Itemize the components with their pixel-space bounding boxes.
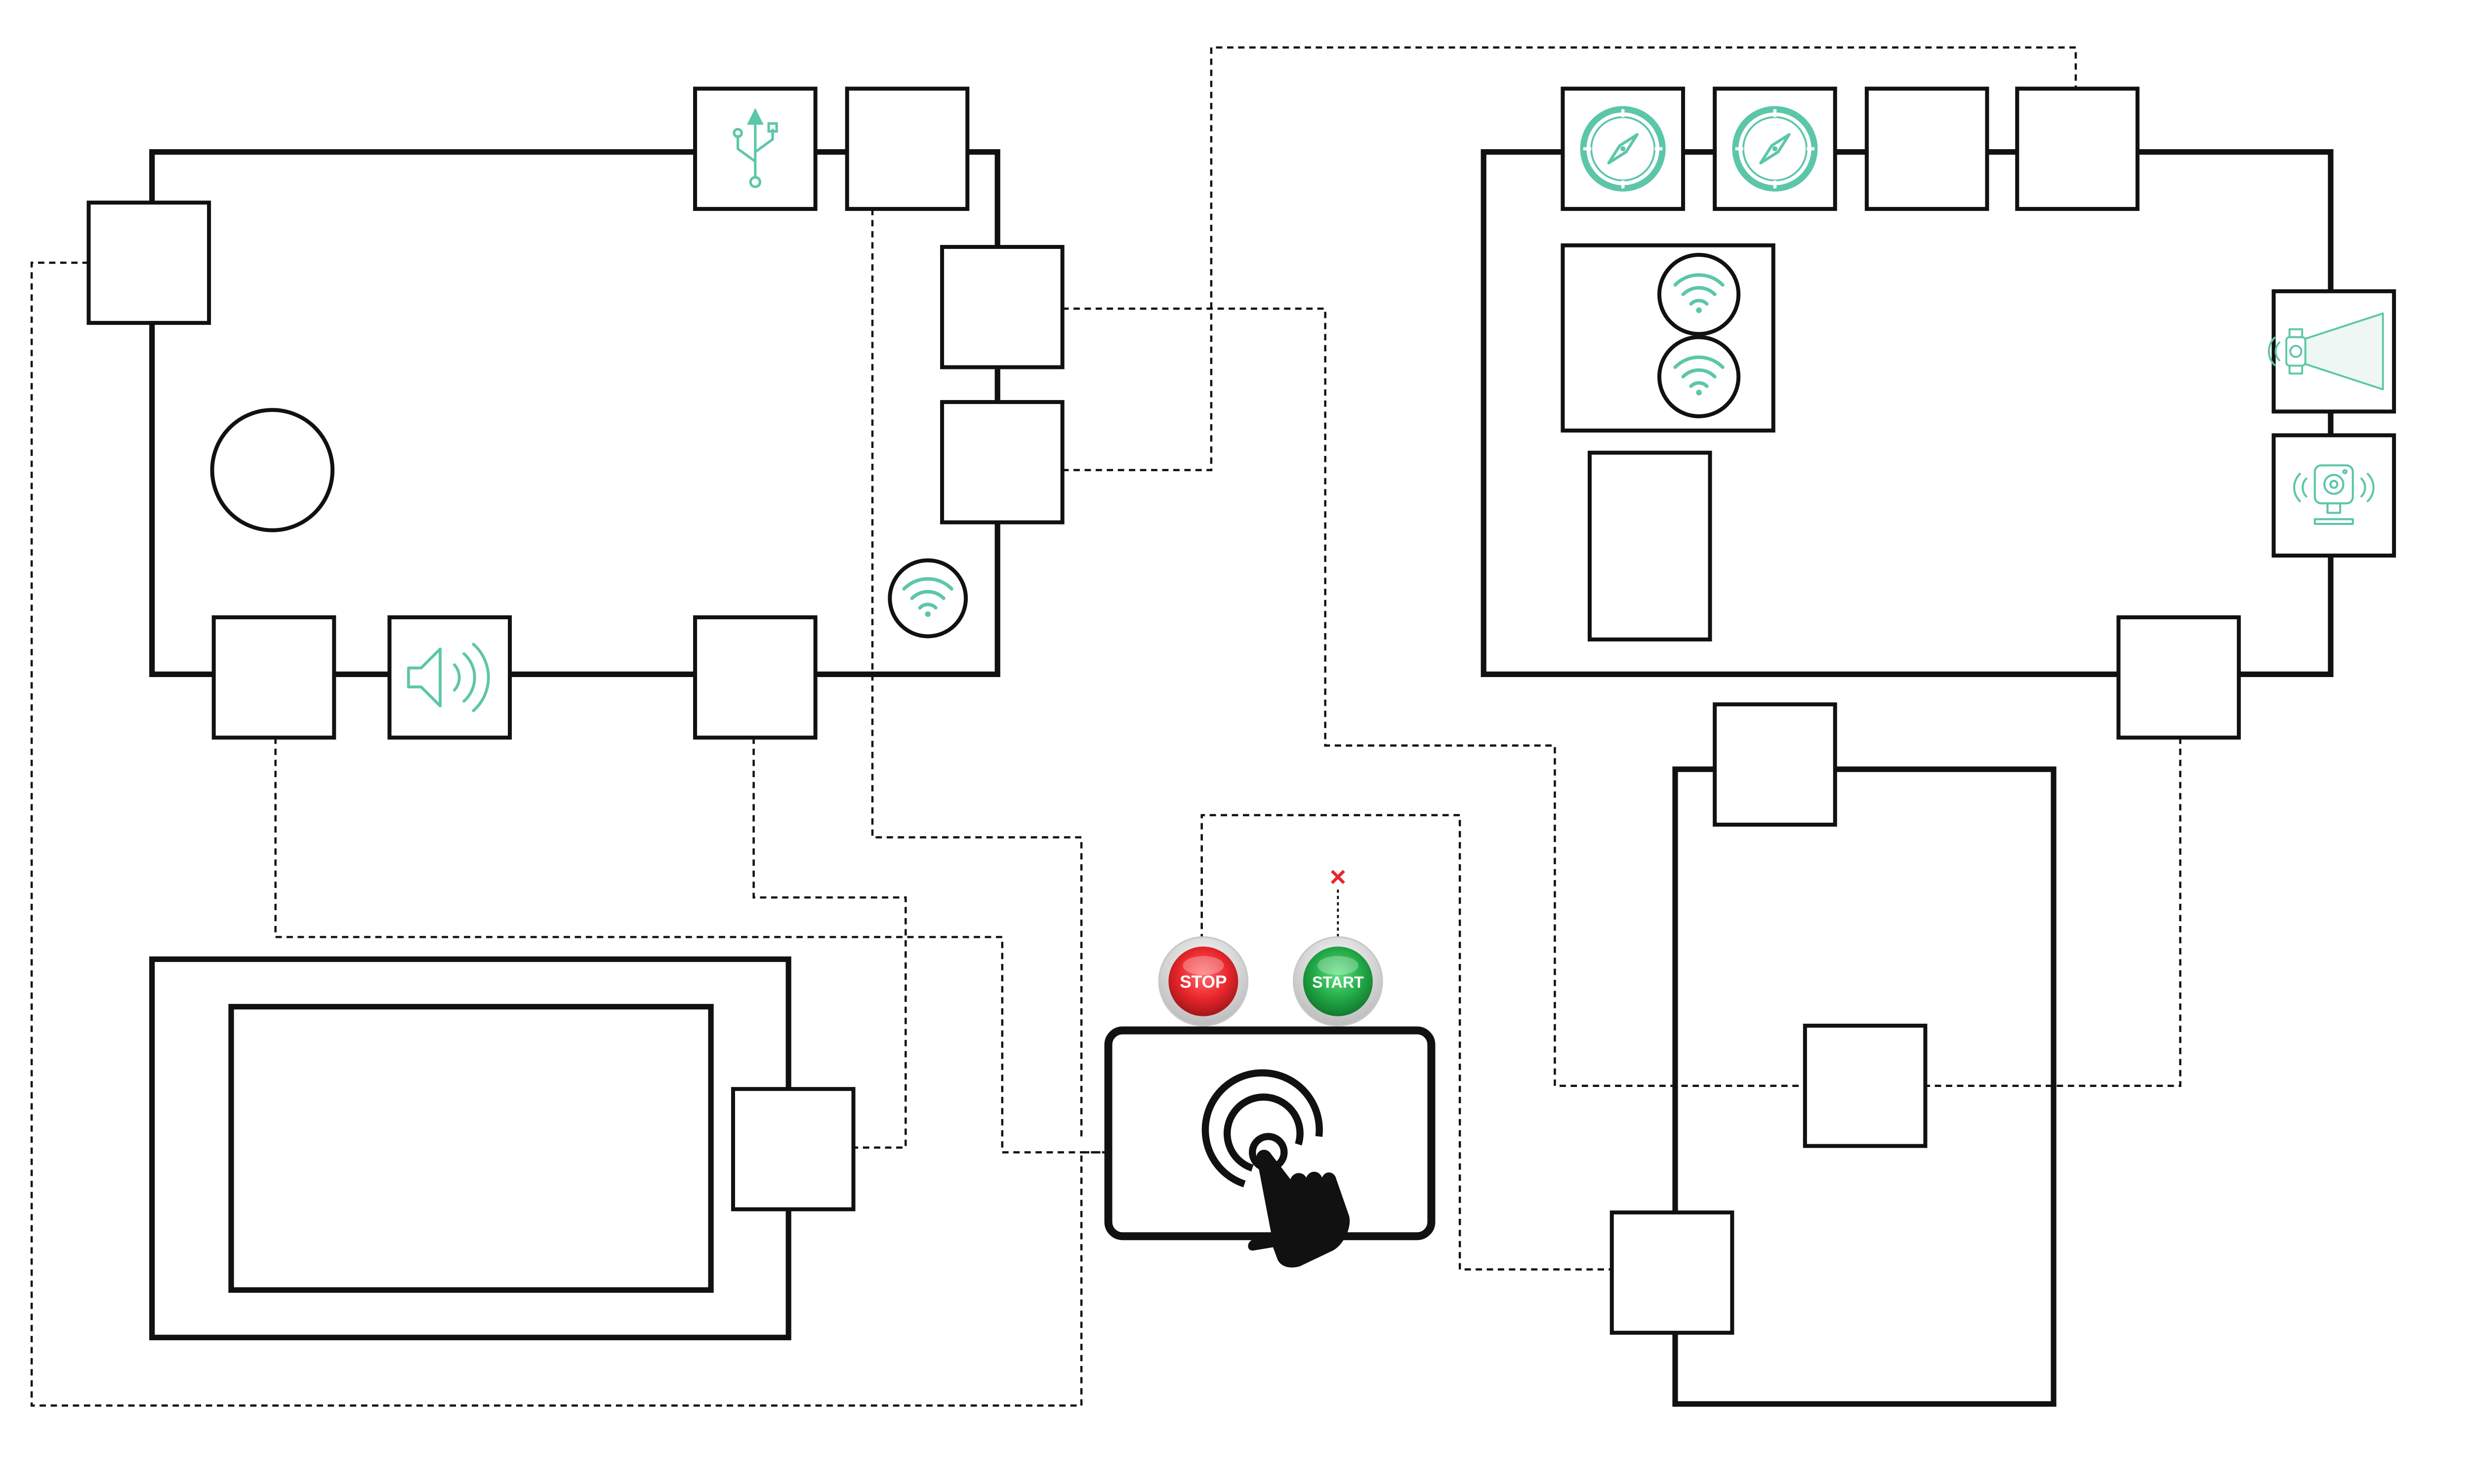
port-bottom-1[interactable] [211, 615, 336, 740]
projector-icon [2267, 312, 2384, 391]
hub-port-top[interactable] [1713, 702, 1837, 827]
hub-board [1609, 702, 2057, 1407]
compass-icon [1732, 106, 1818, 192]
port-top-4[interactable] [2015, 86, 2140, 211]
board-circle-component [210, 408, 335, 532]
start-button-label: START [1312, 973, 1364, 991]
connection-wires [30, 46, 2182, 1407]
chip-component [1587, 450, 1712, 642]
wire-bottom-port-to-battery [752, 737, 907, 1149]
touch-gesture-icon [1201, 1069, 1350, 1268]
port-right-2[interactable] [940, 400, 1065, 524]
wire-stop-to-hub [1200, 814, 1612, 1271]
wifi-icon [902, 577, 953, 617]
antenna-circle [888, 558, 968, 639]
controller-board-left [86, 86, 1065, 740]
board-outline [1672, 766, 2057, 1407]
wire-port-top-to-touch [871, 209, 1083, 1141]
port-top-3[interactable] [1864, 86, 1989, 211]
stop-button-label: STOP [1180, 972, 1227, 992]
port-bottom-right[interactable] [2116, 615, 2241, 740]
sensor-board-right [1481, 86, 2396, 740]
usb-icon [733, 108, 778, 188]
disconnected-x-marker: × [1329, 861, 1346, 893]
hub-port-left[interactable] [1609, 1210, 1734, 1335]
start-button[interactable]: START [1292, 936, 1383, 1027]
compass-icon [1580, 106, 1666, 192]
camera-icon [2293, 464, 2375, 525]
stop-button[interactable]: STOP [1158, 936, 1249, 1027]
port-left[interactable] [86, 201, 211, 325]
wire-port-right1-to-hub [1062, 307, 1805, 1087]
port-top[interactable] [845, 86, 970, 211]
antenna-circle [1657, 335, 1741, 418]
wire-port-right2-to-top [1062, 46, 2077, 472]
wifi-icon [1673, 355, 1725, 396]
port-right-1[interactable] [940, 244, 1065, 369]
antenna-circle [1657, 253, 1741, 336]
port-bottom-3[interactable] [693, 615, 818, 740]
wire-right-port-to-hub [1925, 737, 2182, 1087]
wifi-icon [1673, 273, 1725, 313]
wire-bottom-port-to-touch [274, 737, 1106, 1154]
hub-port-center[interactable] [1803, 1023, 1928, 1148]
battery-pack [149, 956, 856, 1340]
battery-cell [228, 1003, 714, 1293]
battery-outer [149, 956, 791, 1340]
battery-port[interactable] [731, 1087, 856, 1211]
touch-panel[interactable] [1104, 1026, 1436, 1268]
speaker-icon [407, 642, 490, 712]
